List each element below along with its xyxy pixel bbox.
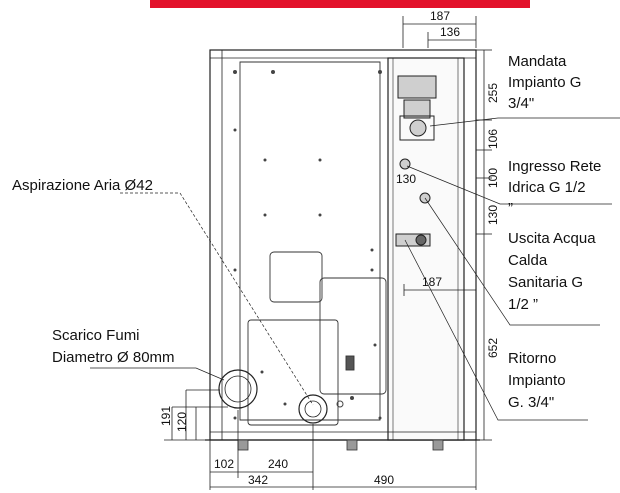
title-bar: [150, 0, 530, 8]
screw-dots: [233, 70, 382, 420]
svg-text:1/2 ”: 1/2 ”: [508, 296, 538, 313]
callout-aspirazione-aria: Aspirazione Aria Ø42: [12, 177, 153, 194]
dim-left-191: 191: [159, 406, 173, 426]
feet: [237, 439, 444, 451]
svg-text:Diametro Ø 80mm: Diametro Ø 80mm: [52, 349, 175, 366]
leader-lines: [90, 117, 620, 421]
svg-text:Uscita Acqua: Uscita Acqua: [508, 230, 596, 247]
dim-right-100: 100: [486, 168, 500, 188]
svg-text:Impianto: Impianto: [508, 372, 566, 389]
callout-scarico-fumi: Scarico Fumi Diametro Ø 80mm: [52, 327, 175, 366]
svg-text:Scarico Fumi: Scarico Fumi: [52, 327, 140, 344]
svg-text:Calda: Calda: [508, 252, 548, 269]
svg-text:Sanitaria G: Sanitaria G: [508, 274, 583, 291]
dim-left-120: 120: [175, 412, 189, 432]
svg-text:Idrica G 1/2: Idrica G 1/2: [508, 179, 586, 196]
scarico-fumi-outlet: [218, 369, 258, 409]
dim-bottom-102: 102: [214, 457, 234, 471]
unit-body: [205, 49, 480, 441]
svg-text:Mandata: Mandata: [508, 53, 567, 70]
dim-right-652: 652: [486, 338, 500, 358]
svg-text:Ingresso Rete: Ingresso Rete: [508, 158, 601, 175]
callout-ingresso-rete: Ingresso Rete Idrica G 1/2 ”: [508, 158, 601, 217]
callout-ritorno-impianto: Ritorno Impianto G. 3/4": [508, 350, 566, 411]
dim-top-187: 187: [430, 9, 450, 23]
callout-uscita-acqua: Uscita Acqua Calda Sanitaria G 1/2 ”: [508, 230, 596, 313]
svg-text:G. 3/4": G. 3/4": [508, 394, 554, 411]
dim-top-136: 136: [440, 25, 460, 39]
dim-right-130: 130: [486, 205, 500, 225]
svg-text:”: ”: [508, 200, 513, 217]
dim-right-255: 255: [486, 83, 500, 103]
dim-bottom-240: 240: [268, 457, 288, 471]
svg-text:3/4": 3/4": [508, 95, 534, 112]
svg-text:Impianto G: Impianto G: [508, 74, 581, 91]
hydraulic-fittings: [395, 75, 437, 247]
panel-details: [239, 61, 387, 426]
callout-mandata: Mandata Impianto G 3/4": [508, 53, 581, 112]
dimension-lines: [164, 16, 492, 490]
aspirazione-intake: [298, 394, 328, 424]
dim-right-106: 106: [486, 129, 500, 149]
dim-bottom-490: 490: [374, 473, 394, 487]
dim-bottom-342: 342: [248, 473, 268, 487]
svg-text:Ritorno: Ritorno: [508, 350, 556, 367]
dim-inner-187: 187: [422, 275, 442, 289]
dim-inner-130: 130: [396, 172, 416, 186]
